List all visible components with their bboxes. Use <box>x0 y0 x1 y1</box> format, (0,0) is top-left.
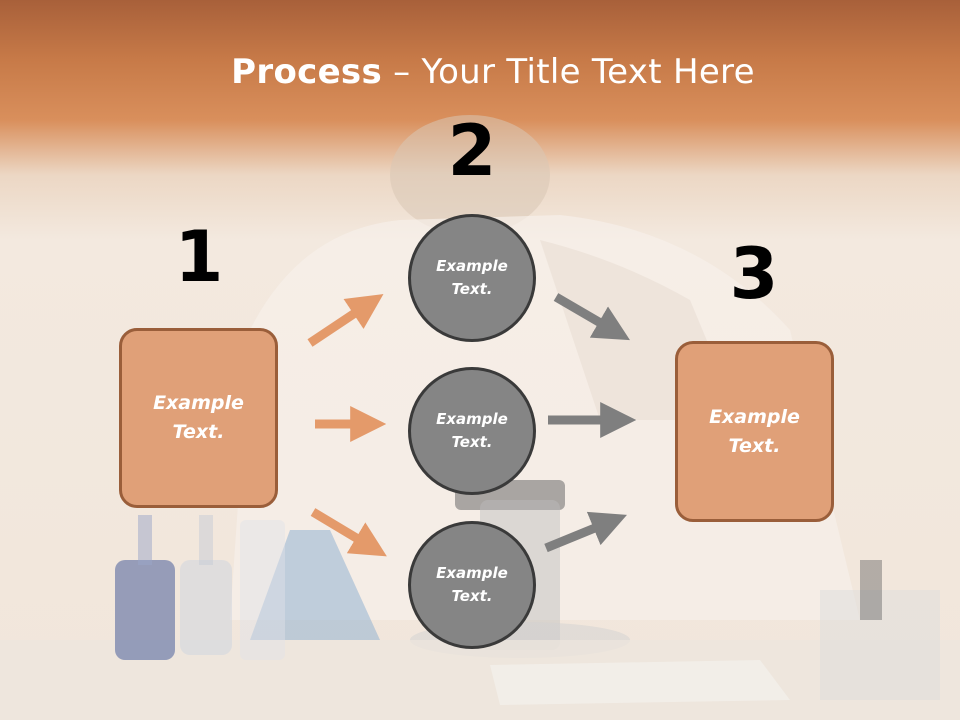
arrow-box1-to-circle1 <box>307 294 384 347</box>
step-number-3: 3 <box>729 233 779 315</box>
circle-1-text-line1: Example <box>436 257 508 275</box>
arrow-box1-to-circle3 <box>310 508 387 557</box>
step-3-text-line2: Text. <box>728 434 781 457</box>
step-1-text-line2: Text. <box>172 421 225 443</box>
circle-2-text-line2: Text. <box>451 433 493 451</box>
title-rest-part: – Your Title Text Here <box>382 52 755 92</box>
circle-1-text-line2: Text. <box>451 280 493 298</box>
slide-title: Process – Your Title Text Here <box>0 52 960 92</box>
arrow-circle3-to-box3 <box>544 511 627 553</box>
circle-3-text-line2: Text. <box>451 587 493 605</box>
circle-2-text-line1: Example <box>436 410 508 428</box>
step-number-2: 2 <box>447 110 497 192</box>
title-bold-part: Process <box>231 52 383 92</box>
step-3-text-line1: Example <box>709 405 800 428</box>
circle-3-text-line1: Example <box>436 564 508 582</box>
step-number-1: 1 <box>174 216 224 298</box>
step-1-text-line1: Example <box>153 392 244 414</box>
arrow-circle1-to-box3 <box>553 293 630 341</box>
